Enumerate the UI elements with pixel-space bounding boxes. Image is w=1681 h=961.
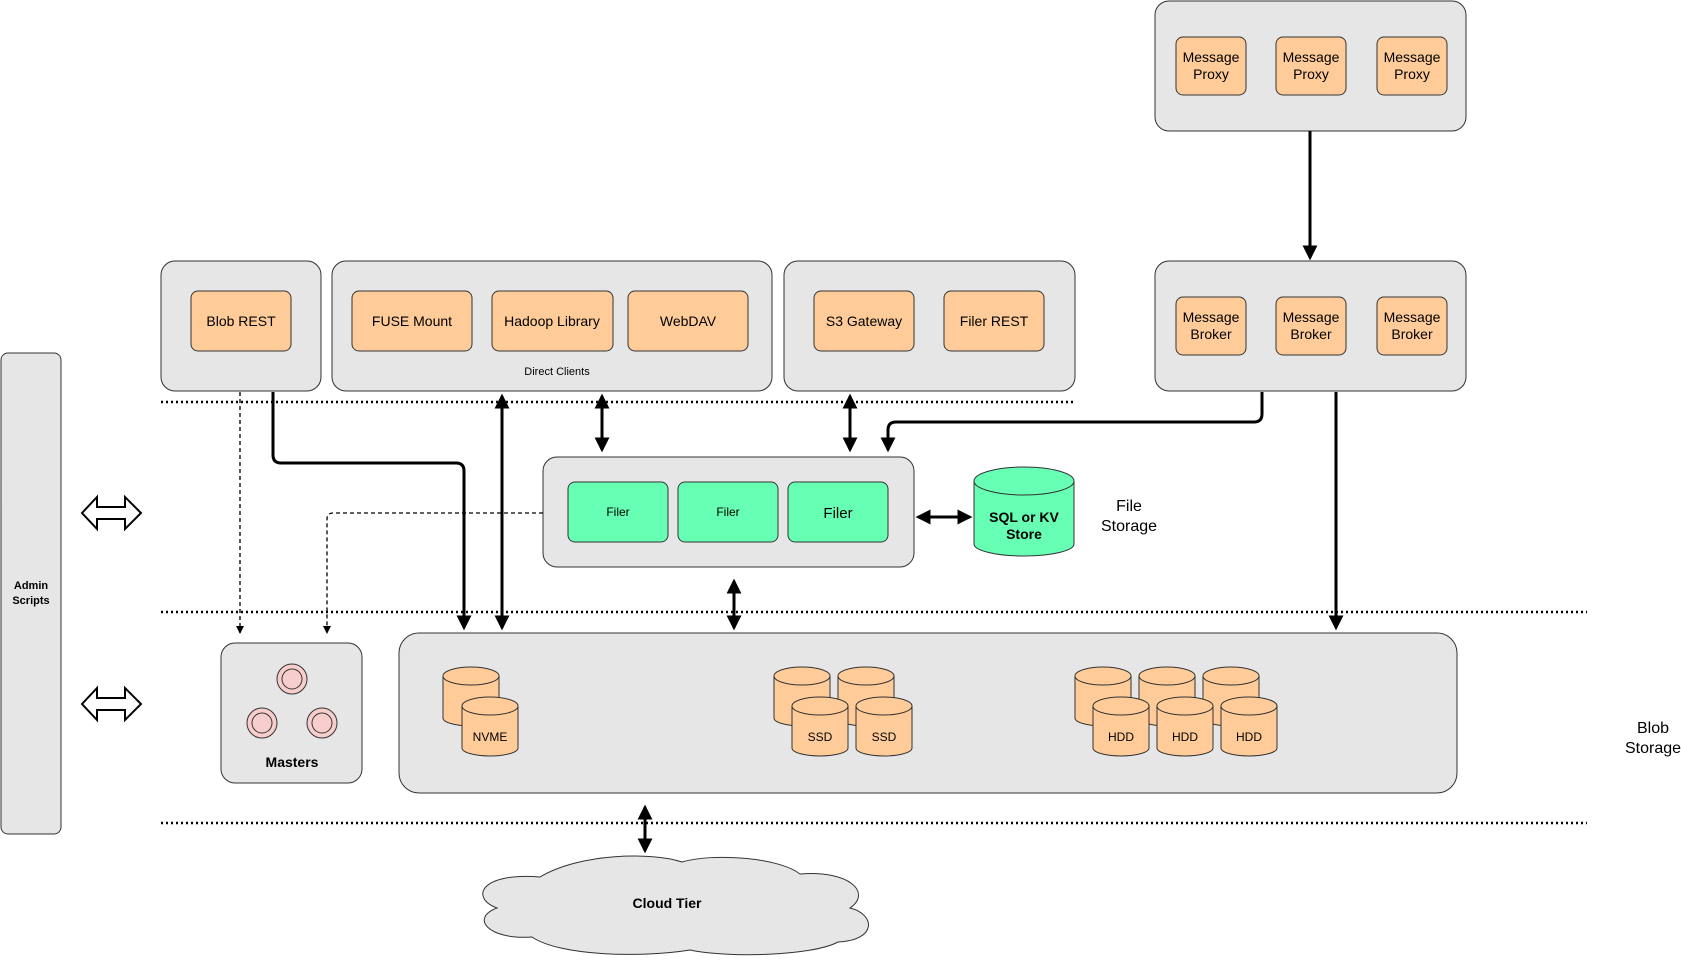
svg-text:SSD: SSD — [808, 730, 833, 744]
fuse-mount: FUSE Mount — [351, 290, 473, 352]
admin-double-arrow-lower — [80, 685, 143, 723]
svg-text:Filer: Filer — [823, 505, 852, 522]
svg-text:SQL or KV: SQL or KV — [989, 509, 1059, 525]
svg-text:Filer: Filer — [606, 505, 629, 519]
svg-text:Proxy: Proxy — [1293, 66, 1329, 82]
master-node-2 — [246, 707, 278, 739]
svg-text:NVME: NVME — [473, 730, 508, 744]
direct-clients-label: Direct Clients — [524, 366, 590, 378]
svg-text:Message: Message — [1384, 49, 1441, 65]
svg-text:Message: Message — [1183, 49, 1240, 65]
svg-text:FUSE Mount: FUSE Mount — [372, 313, 452, 329]
svg-text:Cloud Tier: Cloud Tier — [633, 895, 703, 911]
dashed-filer-to-masters — [323, 512, 543, 634]
volume-group — [398, 632, 1458, 794]
arrow-blobrest-to-volumes — [271, 392, 472, 631]
svg-text:File: File — [1116, 498, 1142, 515]
svg-text:HDD: HDD — [1236, 730, 1262, 744]
cloud-tier: Cloud Tier — [482, 855, 869, 956]
master-node-1 — [276, 663, 308, 695]
svg-text:Message: Message — [1283, 49, 1340, 65]
svg-text:HDD: HDD — [1172, 730, 1198, 744]
s3-gateway: S3 Gateway — [813, 290, 915, 352]
webdav: WebDAV — [627, 290, 749, 352]
file-storage-label: File Storage — [1101, 498, 1157, 535]
svg-text:Blob: Blob — [1637, 720, 1669, 737]
message-broker-1: Message Broker — [1175, 296, 1247, 356]
ssd-disks: SSD SSD — [773, 666, 913, 757]
filer-2: Filer — [677, 481, 779, 543]
hdd-disks: HDD HDD HDD — [1074, 666, 1278, 757]
svg-text:Filer: Filer — [716, 505, 739, 519]
svg-text:Broker: Broker — [1290, 326, 1332, 342]
message-broker-2: Message Broker — [1275, 296, 1347, 356]
nvme-disks: NVME — [442, 666, 519, 757]
svg-text:Admin: Admin — [14, 580, 49, 592]
filer-3: Filer — [787, 481, 889, 543]
masters-label: Masters — [266, 754, 319, 770]
admin-scripts-label: Admin Scripts — [12, 580, 49, 607]
blob-storage-label: Blob Storage — [1625, 720, 1681, 757]
filer-1: Filer — [567, 481, 669, 543]
svg-text:Message: Message — [1384, 309, 1441, 325]
svg-text:Blob REST: Blob REST — [206, 313, 276, 329]
svg-text:Hadoop Library: Hadoop Library — [504, 313, 600, 329]
svg-text:Broker: Broker — [1190, 326, 1232, 342]
filer-rest: Filer REST — [943, 290, 1045, 352]
svg-text:Proxy: Proxy — [1394, 66, 1430, 82]
svg-text:Message: Message — [1283, 309, 1340, 325]
svg-text:WebDAV: WebDAV — [660, 313, 717, 329]
svg-text:Broker: Broker — [1391, 326, 1433, 342]
svg-text:Store: Store — [1006, 526, 1042, 542]
message-proxy-2: Message Proxy — [1275, 36, 1347, 96]
svg-text:S3 Gateway: S3 Gateway — [826, 313, 902, 329]
admin-scripts-bar — [0, 352, 62, 835]
svg-text:Message: Message — [1183, 309, 1240, 325]
admin-double-arrow-upper — [80, 494, 143, 532]
hadoop-library: Hadoop Library — [491, 290, 614, 352]
blob-rest: Blob REST — [190, 290, 292, 352]
message-broker-3: Message Broker — [1376, 296, 1448, 356]
svg-text:Filer REST: Filer REST — [960, 313, 1029, 329]
svg-text:Proxy: Proxy — [1193, 66, 1229, 82]
arrow-broker-to-filer — [880, 392, 1264, 453]
message-proxy-1: Message Proxy — [1175, 36, 1247, 96]
svg-text:HDD: HDD — [1108, 730, 1134, 744]
masters-group — [220, 642, 363, 784]
message-proxy-3: Message Proxy — [1376, 36, 1448, 96]
svg-text:Storage: Storage — [1625, 740, 1681, 757]
sql-kv-store: SQL or KV Store — [973, 466, 1075, 557]
svg-text:Scripts: Scripts — [12, 595, 49, 607]
svg-text:SSD: SSD — [872, 730, 897, 744]
svg-text:Storage: Storage — [1101, 518, 1157, 535]
master-node-3 — [306, 707, 338, 739]
